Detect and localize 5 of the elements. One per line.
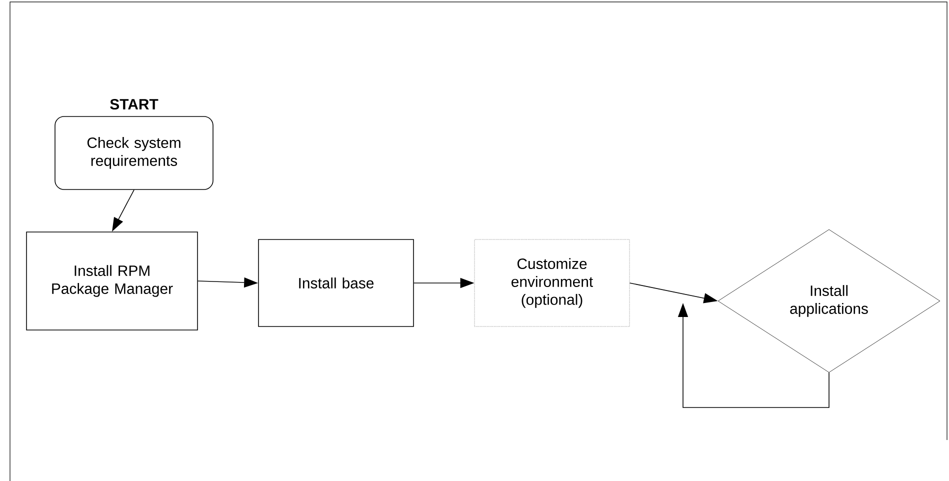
heading: START — [110, 98, 158, 110]
process-box: Install RPM Package Manager — [26, 232, 198, 330]
process-box: Install base — [258, 239, 414, 327]
start-box: Check system requirements — [54, 116, 214, 190]
optional-box: Customize environment (optional) — [474, 239, 630, 327]
